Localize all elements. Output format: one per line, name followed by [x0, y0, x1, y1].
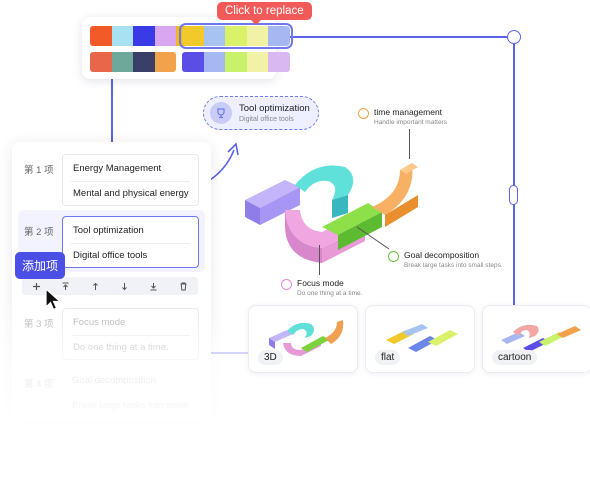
item-4-desc-input[interactable]: Break large tasks into small — [72, 400, 189, 411]
focus-icon — [281, 279, 292, 290]
item-1-fields: Energy Management Mental and physical en… — [62, 154, 199, 206]
palette-option-4[interactable] — [182, 52, 290, 72]
mouse-cursor-icon — [45, 288, 62, 311]
palette-swatch — [182, 26, 204, 46]
leader-focus-mode — [319, 245, 320, 275]
palette-swatch — [225, 52, 247, 72]
plus-icon — [33, 282, 41, 290]
leader-time-management — [409, 129, 410, 159]
selected-element-chip[interactable]: Tool optimization Digital office tools — [203, 96, 319, 130]
move-top-button[interactable] — [51, 277, 80, 295]
item-3-desc-input[interactable]: Do one thing at a time. — [73, 342, 169, 353]
arrow-up-icon — [92, 282, 98, 290]
item-2-desc-input[interactable]: Digital office tools — [73, 250, 148, 261]
item-1-title-input[interactable]: Energy Management — [73, 163, 162, 174]
move-bottom-icon — [150, 282, 157, 290]
item-3-fields: Focus mode Do one thing at a time. — [62, 308, 199, 360]
palette-swatch — [268, 52, 290, 72]
move-bottom-button[interactable] — [139, 277, 168, 295]
connector-right — [513, 44, 515, 305]
target-icon — [388, 251, 399, 262]
flat-style-preview — [386, 324, 458, 352]
chip-subtitle: Digital office tools — [239, 116, 294, 123]
style-label-3d: 3D — [258, 350, 283, 365]
trash-icon — [180, 282, 187, 290]
arrow-down-icon — [122, 282, 127, 290]
palette-swatch — [111, 26, 133, 46]
delete-item-button[interactable] — [169, 277, 198, 295]
palette-option-2[interactable] — [179, 23, 293, 49]
item-2-fields: Tool optimization Digital office tools — [62, 216, 199, 268]
item-3-title-input[interactable]: Focus mode — [73, 317, 126, 328]
trophy-icon — [210, 102, 232, 124]
item-4-title-input[interactable]: Goal decomposition — [72, 375, 156, 386]
item-toolbar — [22, 277, 198, 295]
add-item-tooltip: 添加项 — [15, 252, 66, 279]
item-2-title-input[interactable]: Tool optimization — [73, 225, 144, 236]
palette-swatch — [203, 26, 225, 46]
palette-swatch — [154, 52, 176, 72]
replace-tooltip: Click to replace — [217, 2, 312, 25]
palette-swatch — [203, 52, 225, 72]
item-row-1: 第 1 项 Energy Management Mental and physi… — [12, 148, 211, 210]
palette-swatch — [225, 26, 247, 46]
item-1-desc-input[interactable]: Mental and physical energy — [73, 188, 189, 199]
style-card-3d[interactable]: 3D — [248, 305, 358, 373]
palette-swatch — [246, 52, 268, 72]
clock-icon — [358, 108, 369, 119]
palette-card — [82, 17, 293, 79]
3d-snake-graphic — [245, 163, 418, 263]
move-up-button[interactable] — [81, 277, 110, 295]
style-label-cartoon: cartoon — [492, 350, 538, 365]
palette-swatch — [90, 26, 112, 46]
palette-swatch — [133, 52, 155, 72]
add-item-button[interactable] — [22, 277, 51, 295]
corner-resize-handle[interactable] — [507, 30, 521, 44]
connector-top — [276, 36, 508, 38]
style-card-flat[interactable]: flat — [365, 305, 475, 373]
leader-goal-decomposition — [356, 226, 390, 250]
style-label-flat: flat — [375, 350, 401, 365]
item-row-4: 第 4 项 Goal decomposition Break large tas… — [24, 375, 189, 411]
palette-swatch — [111, 52, 133, 72]
3d-style-preview — [269, 320, 344, 356]
palette-swatch — [90, 52, 112, 72]
chip-title: Tool optimization — [239, 103, 310, 114]
palette-swatch — [182, 52, 204, 72]
move-top-icon — [62, 282, 69, 290]
side-resize-handle[interactable] — [509, 185, 518, 205]
item-row-2: 第 2 项 Tool optimization Digital office t… — [18, 210, 205, 272]
item-row-3: 第 3 项 Focus mode Do one thing at a time. — [12, 302, 211, 364]
move-down-button[interactable] — [110, 277, 139, 295]
cartoon-style-preview — [501, 324, 581, 352]
style-card-cartoon[interactable]: cartoon — [482, 305, 590, 373]
palette-swatch — [268, 26, 290, 46]
connector-left-upper — [111, 79, 113, 143]
palette-swatch — [246, 26, 268, 46]
palette-swatch — [133, 26, 155, 46]
palette-option-3[interactable] — [90, 52, 176, 72]
palette-swatch — [154, 26, 176, 46]
